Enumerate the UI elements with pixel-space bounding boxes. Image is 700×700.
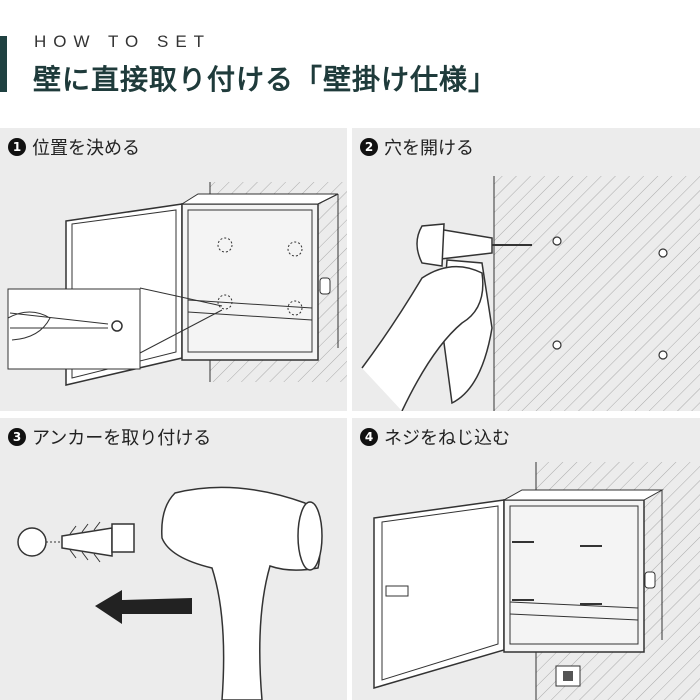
eyebrow-heading: HOW TO SET — [34, 32, 212, 51]
step-2-panel: 2 穴を開ける — [352, 128, 700, 411]
step-label: 位置を決める — [32, 138, 140, 159]
screwing-illustration — [373, 462, 700, 700]
position-marking-illustration — [7, 182, 347, 386]
step-number: 1 — [8, 138, 26, 156]
step-3-heading: 3 アンカーを取り付ける — [8, 424, 211, 450]
step-label: 穴を開ける — [384, 138, 474, 159]
step-number: 2 — [360, 138, 378, 156]
step-label: ネジをねじ込む — [384, 428, 510, 449]
step-1-heading: 1 位置を決める — [8, 134, 140, 160]
drilling-illustration — [361, 176, 700, 411]
arrow-left-icon — [95, 590, 192, 624]
step-1-panel: 1 位置を決める — [0, 128, 347, 411]
step-4-heading: 4 ネジをねじ込む — [360, 424, 510, 450]
step-3-panel: 3 アンカーを取り付ける — [0, 418, 347, 700]
step-2-heading: 2 穴を開ける — [360, 134, 474, 160]
accent-bar — [0, 36, 7, 92]
step-number: 3 — [8, 428, 26, 446]
page-title: 壁に直接取り付ける「壁掛け仕様」 — [33, 63, 498, 96]
anchor-illustration — [17, 486, 323, 700]
step-number: 4 — [360, 428, 378, 446]
step-4-panel: 4 ネジをねじ込む — [352, 418, 700, 700]
step-label: アンカーを取り付ける — [32, 428, 212, 449]
